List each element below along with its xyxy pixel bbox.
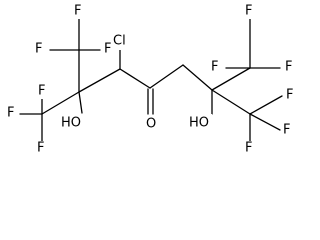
bond-c9-f-down-right bbox=[249, 113, 281, 131]
atom-f: F bbox=[37, 141, 44, 156]
bond-c3-c1 bbox=[41, 91, 80, 115]
bond-c6-c7 bbox=[182, 64, 213, 91]
atom-f: F bbox=[245, 141, 252, 156]
atom-ho-left: HO bbox=[61, 116, 81, 131]
molecule-diagram: Cl O HO HO F F F F F F F F F F F F bbox=[5, 3, 298, 156]
atom-f: F bbox=[38, 84, 45, 99]
bond-c3-oh bbox=[78, 91, 83, 114]
bond-c7-c9 bbox=[211, 89, 251, 115]
atom-f: F bbox=[283, 123, 290, 138]
skeleton-bonds bbox=[78, 49, 213, 115]
atom-f: F bbox=[104, 42, 111, 57]
atom-f: F bbox=[285, 60, 292, 75]
atom-f: F bbox=[211, 60, 218, 75]
atom-labels: Cl O HO HO F F F F F F F F F F F F bbox=[7, 4, 293, 156]
atom-cl: Cl bbox=[113, 34, 126, 49]
bond-c4-c5 bbox=[119, 68, 151, 89]
atom-f: F bbox=[7, 106, 14, 121]
bond-c3-c4 bbox=[78, 68, 121, 93]
label-backgrounds bbox=[5, 4, 298, 156]
atom-f: F bbox=[74, 4, 81, 19]
atom-f: F bbox=[35, 42, 42, 57]
atom-f: F bbox=[286, 88, 293, 103]
atom-ho-right: HO bbox=[189, 116, 209, 131]
atom-o-ketone: O bbox=[146, 117, 156, 132]
atom-f: F bbox=[245, 4, 252, 19]
bond-c7-c8 bbox=[211, 67, 251, 91]
bond-c9-f-right bbox=[249, 95, 283, 115]
left-cf3-groups bbox=[19, 16, 101, 142]
bond-c5-c6 bbox=[149, 64, 184, 89]
right-cf3-groups bbox=[211, 16, 283, 142]
